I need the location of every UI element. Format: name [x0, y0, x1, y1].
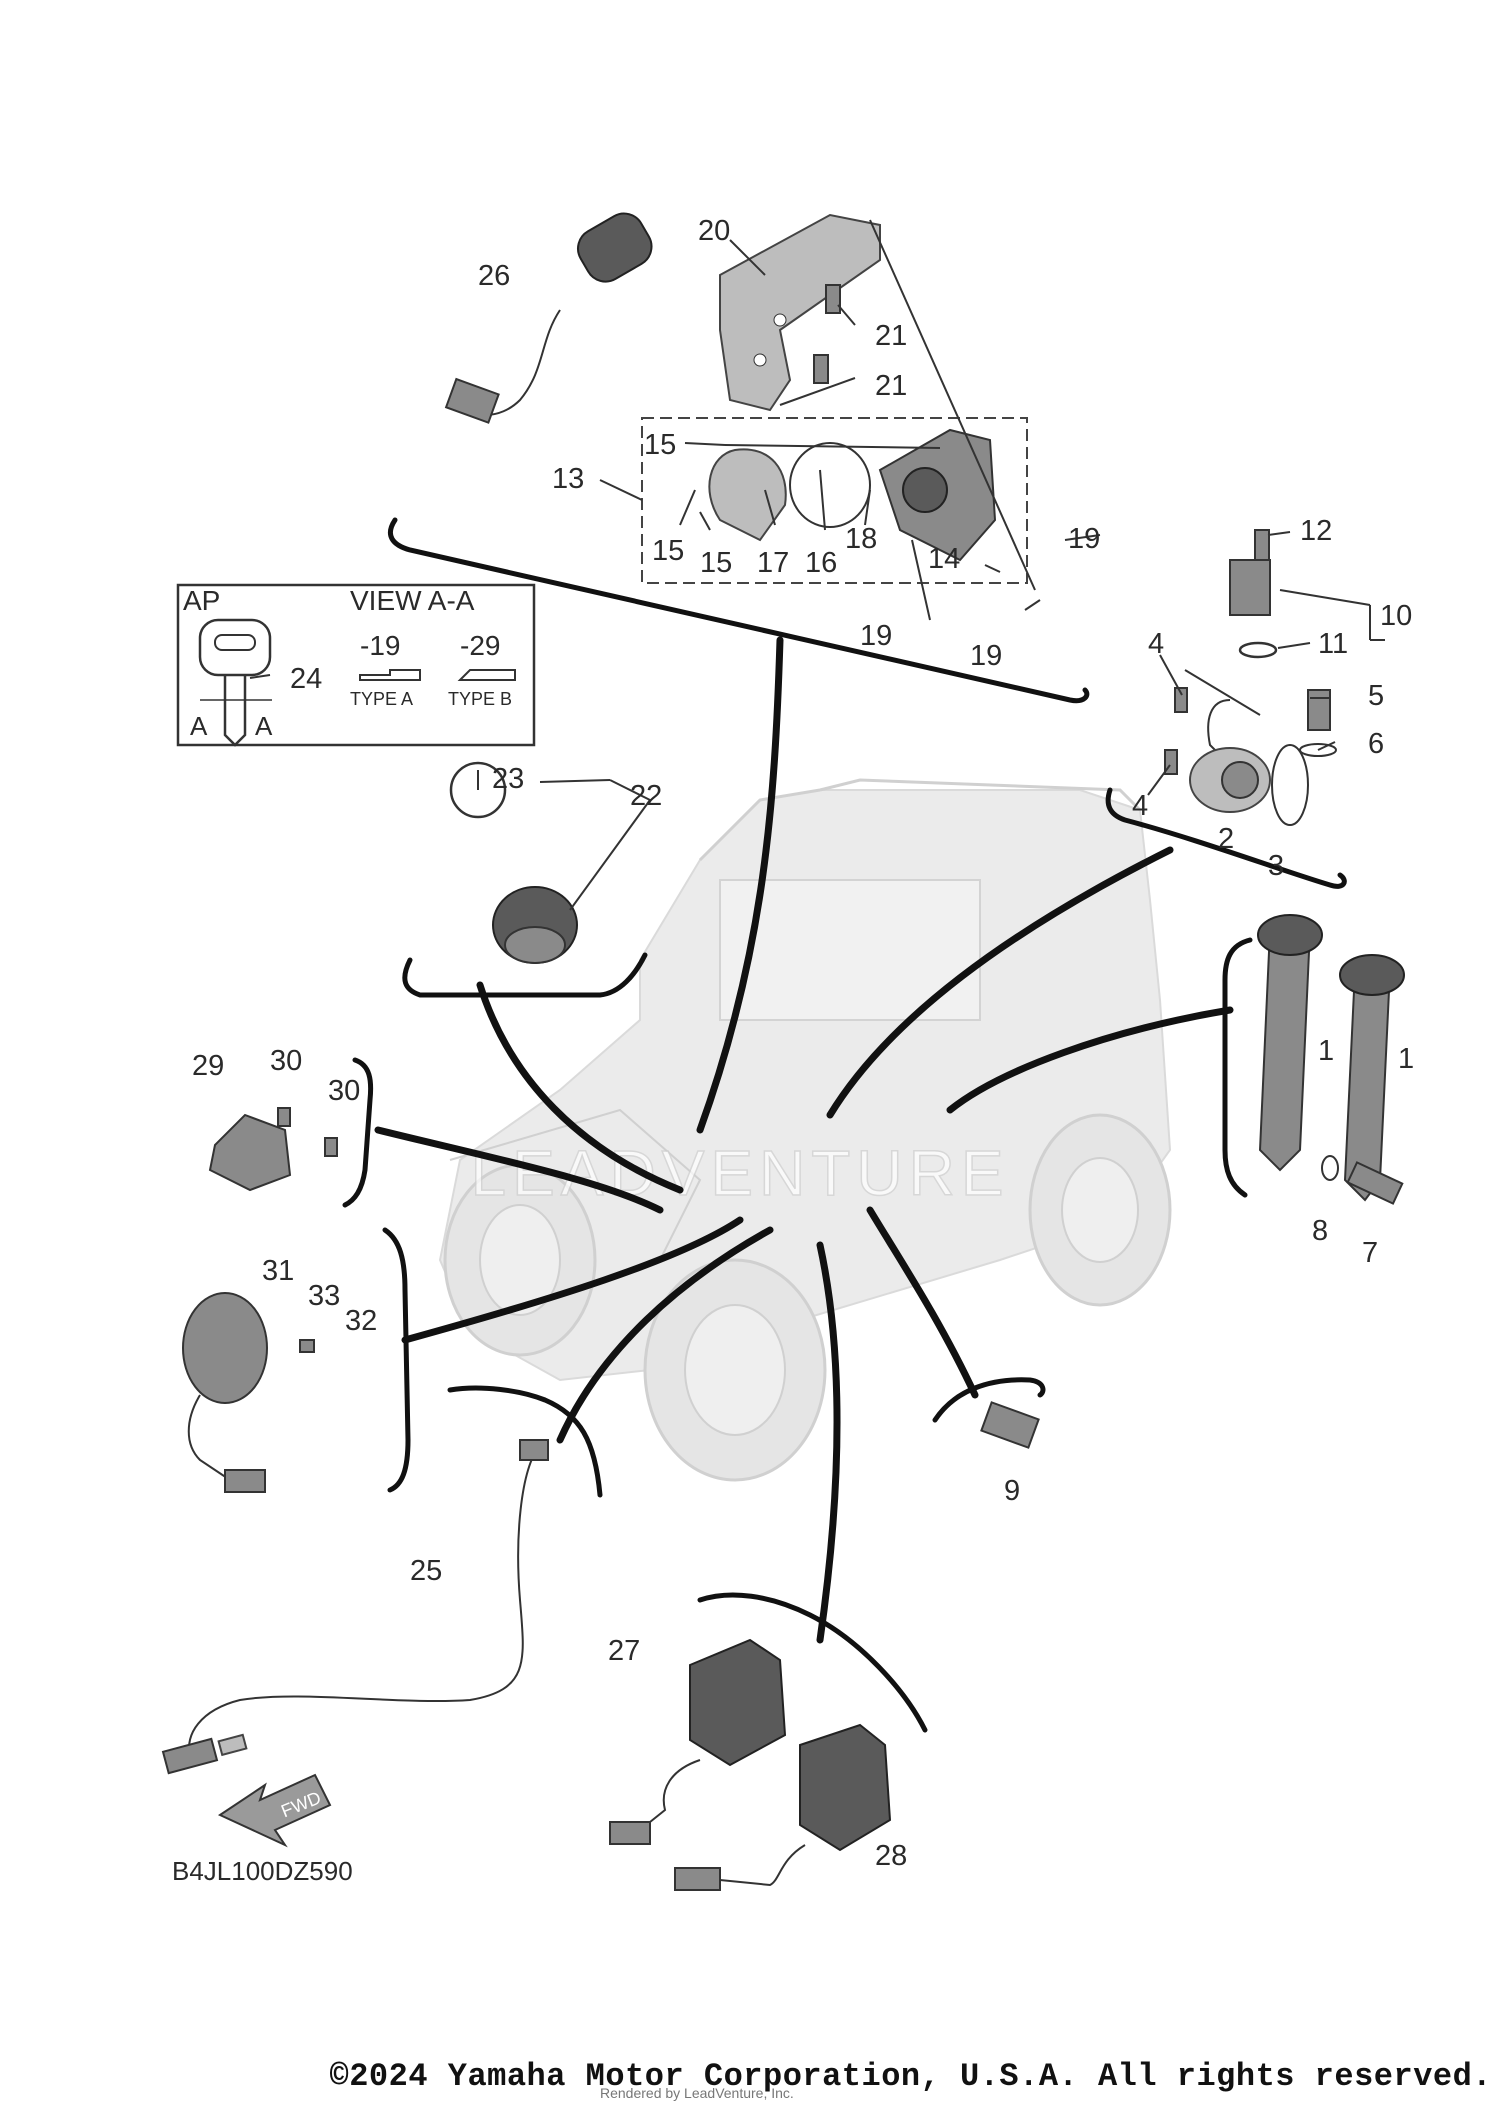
inset-section-a-right: A — [255, 711, 273, 741]
inset-type-a: TYPE A — [350, 689, 413, 709]
fwd-arrow-icon: FWD — [217, 1773, 332, 1848]
callout-4: 4 — [1132, 790, 1148, 822]
leader-lines — [374, 636, 1234, 1644]
brackets — [342, 517, 1347, 1733]
callout-13: 13 — [552, 463, 584, 495]
part-22-ignition-switch — [449, 761, 578, 964]
callout-1: 1 — [1318, 1035, 1334, 1067]
part-7-sensor — [1321, 1155, 1404, 1205]
callout-leaders — [249, 219, 1385, 911]
part-5-sensor — [1299, 689, 1337, 757]
key-type-profiles — [359, 669, 516, 681]
part-21-bolts — [813, 284, 841, 384]
callout-9: 9 — [1004, 1475, 1020, 1507]
inset-box — [176, 583, 536, 747]
callout-4: 4 — [1148, 628, 1164, 660]
inset-labels: AP VIEW A-A -19 -29 TYPE A TYPE B A A — [183, 585, 512, 741]
inset-ap: AP — [183, 585, 220, 616]
callout-24: 24 — [290, 663, 322, 695]
rendered-by-notice: Rendered by LeadVenture, Inc. — [600, 2085, 794, 2101]
callout-1: 1 — [1398, 1043, 1414, 1075]
callout-16: 16 — [805, 547, 837, 579]
part-31-horn — [182, 1292, 315, 1493]
callout-6: 6 — [1368, 728, 1384, 760]
callout-31: 31 — [262, 1255, 294, 1287]
part-25-sensor-cable — [161, 1439, 549, 1775]
callout-32: 32 — [345, 1305, 377, 1337]
inset-type-b: TYPE B — [448, 689, 512, 709]
callout-19: 19 — [970, 640, 1002, 672]
inset-view-title: VIEW A-A — [350, 585, 475, 616]
callout-25: 25 — [410, 1555, 442, 1587]
callout-30: 30 — [270, 1045, 302, 1077]
callout-29: 29 — [192, 1050, 224, 1082]
part-27-switch — [609, 1638, 787, 1845]
callout-17: 17 — [757, 547, 789, 579]
callout-30: 30 — [328, 1075, 360, 1107]
key-24 — [198, 618, 272, 747]
callout-33: 33 — [308, 1280, 340, 1312]
callout-21: 21 — [875, 370, 907, 402]
callout-27: 27 — [608, 1635, 640, 1667]
callout-20: 20 — [698, 215, 730, 247]
callout-26: 26 — [478, 260, 510, 292]
watermark: LEADVENTURE — [471, 1137, 1010, 1209]
part-1-ignition-coils — [1257, 914, 1405, 1202]
callout-22: 22 — [630, 780, 662, 812]
callout-3: 3 — [1268, 850, 1284, 882]
diagram-code: B4JL100DZ590 — [172, 1856, 353, 1886]
callout-18: 18 — [845, 523, 877, 555]
part-29-sensor — [208, 1107, 338, 1192]
callout-23: 23 — [492, 763, 524, 795]
copyright-notice: ©2024 Yamaha Motor Corporation, U.S.A. A… — [329, 2058, 1492, 2095]
callout-19: 19 — [860, 620, 892, 652]
inset-section-a-left: A — [190, 711, 208, 741]
part-13-group-box — [641, 417, 1028, 584]
callout-5: 5 — [1368, 680, 1384, 712]
callout-14: 14 — [928, 543, 960, 575]
inset-type-a-number: -19 — [360, 630, 400, 661]
callout-28: 28 — [875, 1840, 907, 1872]
part-20-bracket — [719, 213, 881, 412]
part-10-cam-sensor — [1229, 529, 1278, 659]
callout-11: 11 — [1318, 628, 1348, 660]
callout-2: 2 — [1218, 823, 1234, 855]
part-2-sensor — [1164, 687, 1309, 826]
part-28-switch — [674, 1723, 892, 1891]
callout-7: 7 — [1362, 1237, 1378, 1269]
inset-type-b-number: -29 — [460, 630, 500, 661]
callout-12: 12 — [1300, 515, 1332, 547]
part-13-throttle-body — [708, 428, 997, 562]
part-26-sensor-cable — [444, 212, 653, 424]
vehicle-silhouette — [438, 778, 1172, 1482]
callout-10: 10 — [1380, 600, 1412, 632]
callout-21: 21 — [875, 320, 907, 352]
callout-15: 15 — [652, 535, 684, 567]
callout-numbers: 1 1 2 3 4 4 5 6 7 8 9 10 11 12 13 14 15 … — [192, 215, 1414, 1872]
callout-15: 15 — [700, 547, 732, 579]
callout-8: 8 — [1312, 1215, 1328, 1247]
callout-15: 15 — [644, 429, 676, 461]
callout-19: 19 — [1068, 523, 1100, 555]
part-9-switch — [980, 1401, 1040, 1449]
